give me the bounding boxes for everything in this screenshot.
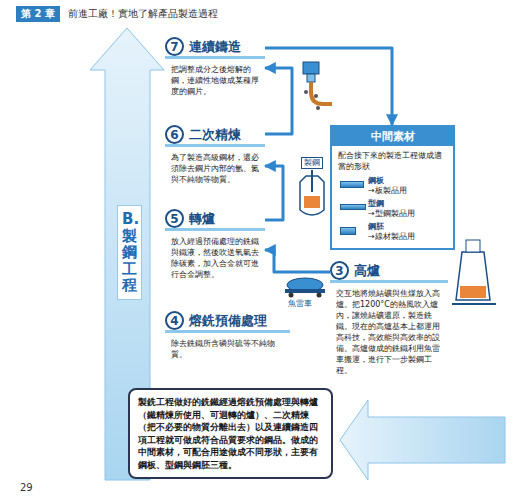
material-item: 鋼板→板製品用 [338,176,447,196]
process-step: 熔銑預備處理除去銑鐵所含磷與硫等不純物質。4 [165,312,290,360]
step-description: 交互地將燒結礦與焦煤放入高爐。把1200°C的熱風吹入爐內，讓燒結礦還原，製造銑… [330,288,448,376]
flow-arrow [265,250,330,272]
material-name: 型鋼 [368,199,447,209]
material-item: 型鋼→型鋼製品用 [338,199,447,219]
page-number: 29 [20,482,33,493]
big-left-arrow [340,400,505,480]
chapter-title: 前進工廠！實地了解產品製造過程 [68,7,218,21]
material-item: 鋼胚→線材製品用 [338,222,447,242]
step-number-text: 5 [170,213,178,225]
step-description: 放入經過預備處理的銑鐵與鐵液，然後吹送氧氣去除碳素，加入合金就可進行合金調整。 [165,236,265,280]
step-description: 除去銑鐵所含磷與硫等不純物質。 [165,338,290,360]
stage-band: B.製鋼工程 [117,205,142,300]
box-heading: 中間素材 [332,127,453,146]
material-name: 鋼胚 [368,222,447,232]
torpedo-car [285,278,325,298]
flow-arrow [265,48,392,125]
material-name: 鋼板 [368,176,447,186]
box-description: 配合接下來的製造工程做成適當的形狀 [338,150,447,172]
step-number-text: 3 [335,265,343,277]
part-label: 魚雷車 [288,298,312,309]
step-number-text: 4 [170,315,178,327]
stage-name: B.製鋼工程 [122,211,137,294]
step-number: 5 [165,209,184,228]
process-step: 高爐交互地將燒結礦與焦煤放入高爐。把1200°C的熱風吹入爐內，讓燒結礦還原，製… [330,262,448,376]
material-box: 中間素材配合接下來的製造工程做成適當的形狀鋼板→板製品用型鋼→型鋼製品用鋼胚→線… [330,125,455,250]
material-icon [340,204,366,210]
step-description: 把調整成分之後熔解的鋼，連續性地做成某種厚度的鋼片。 [165,64,265,97]
summary-note: 製銑工程做好的銑鐵經過熔銑預備處理與轉爐（鐵精煉所使用、可迴轉的爐）、二次精煉（… [128,388,333,479]
material-icon [340,227,356,235]
blast-furnace [452,240,496,304]
flow-arrow [265,68,292,134]
converter [300,170,324,215]
material-use: →線材製品用 [368,232,447,242]
step-number: 4 [165,311,184,330]
step-number: 7 [165,37,184,56]
flow-arrow [265,166,283,220]
step-description: 為了製造高級鋼材，還必須除去鋼片內部的氫、氮與不純物等物質。 [165,152,265,185]
step-number-text: 7 [170,41,178,53]
step-number: 3 [330,261,349,280]
part-label: 製鋼 [301,157,323,169]
process-step: 轉爐放入經過預備處理的銑鐵與鐵液，然後吹送氧氣去除碳素，加入合金就可進行合金調整… [165,210,265,280]
process-step: 連續鑄造把調整成分之後熔解的鋼，連續性地做成某種厚度的鋼片。7 [165,38,265,97]
step-number-text: 6 [170,129,178,141]
chapter-tag: 第 2 章 [16,6,60,22]
material-use: →型鋼製品用 [368,209,447,219]
material-use: →板製品用 [368,186,447,196]
material-icon [340,181,364,188]
continuous-caster [303,62,332,110]
note-text: 製銑工程做好的銑鐵經過熔銑預備處理與轉爐（鐵精煉所使用、可迴轉的爐）、二次精煉（… [138,396,323,471]
step-number: 6 [165,125,184,144]
process-step: 二次精煉為了製造高級鋼材，還必須除去鋼片內部的氫、氮與不純物等物質。6 [165,126,265,185]
